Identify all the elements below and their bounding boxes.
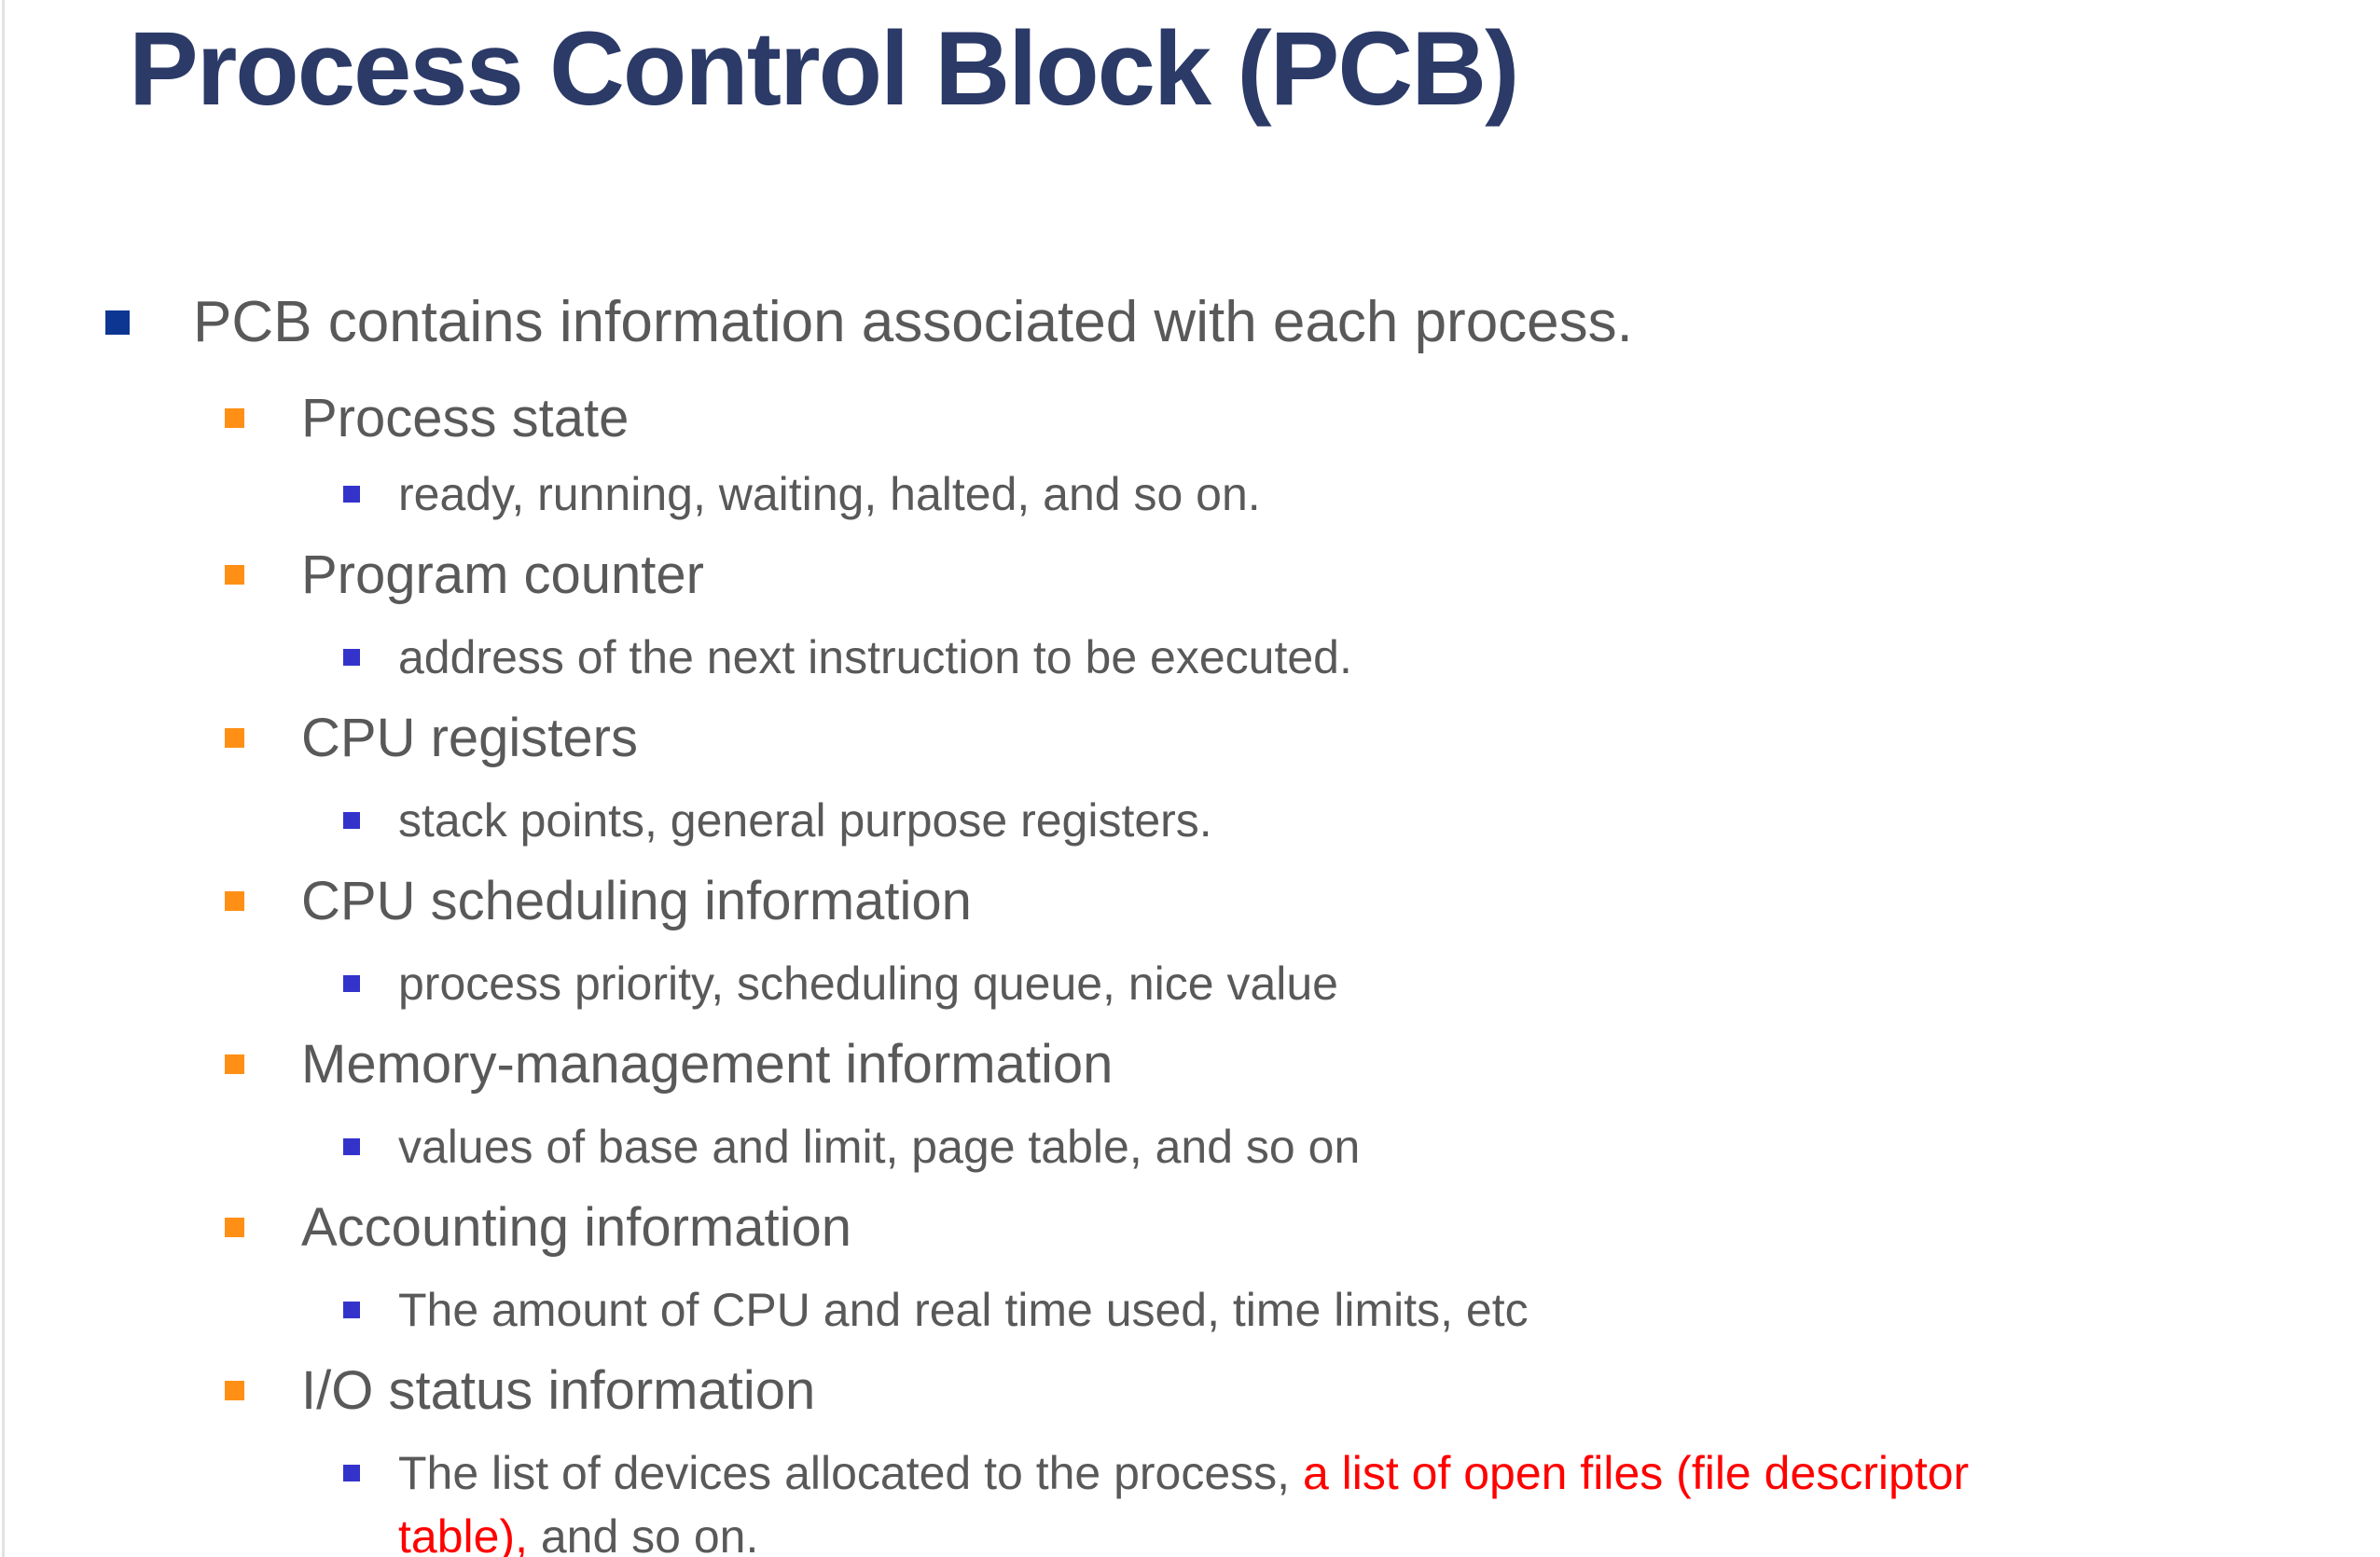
item-process-state: Process state (0, 378, 2380, 460)
bullet-square-icon (343, 812, 360, 829)
bullet-square-icon (225, 408, 244, 428)
item-label: I/O status information (301, 1360, 816, 1421)
bullet-square-icon (105, 310, 130, 335)
subitem-text: and so on. (527, 1510, 759, 1557)
item-memory-management: Memory-management information (0, 1024, 2380, 1106)
item-label: Accounting information (301, 1197, 851, 1258)
subitem-line-2: table), and so on. (398, 1505, 2380, 1557)
subitem-text: values of base and limit, page table, an… (398, 1121, 1361, 1173)
bullet-square-icon (225, 1054, 244, 1074)
item-label: Program counter (301, 544, 704, 605)
subitem-text: The list of devices allocated to the pro… (398, 1447, 1303, 1499)
left-edge-line (2, 0, 5, 1557)
intro-text: PCB contains information associated with… (193, 290, 1633, 354)
subitem-cpu-registers: stack points, general purpose registers. (0, 779, 2380, 861)
item-cpu-scheduling: CPU scheduling information (0, 861, 2380, 943)
subitem-io-status: The list of devices allocated to the pro… (0, 1441, 2380, 1557)
subitem-process-state: ready, running, waiting, halted, and so … (0, 453, 2380, 535)
subitem-text-highlight: a list of open files (file descriptor (1302, 1447, 1970, 1499)
bullet-square-icon (225, 565, 244, 585)
bullet-square-icon (343, 486, 360, 503)
bullet-square-icon (225, 1381, 244, 1400)
bullet-square-icon (343, 975, 360, 992)
subitem-text: process priority, scheduling queue, nice… (398, 958, 1338, 1010)
bullet-square-icon (343, 1465, 360, 1481)
subitem-text: address of the next instruction to be ex… (398, 631, 1352, 683)
subitem-program-counter: address of the next instruction to be ex… (0, 616, 2380, 698)
subitem-line-1: The list of devices allocated to the pro… (398, 1441, 2380, 1505)
item-accounting: Accounting information (0, 1187, 2380, 1269)
item-label: CPU scheduling information (301, 871, 972, 931)
item-program-counter: Program counter (0, 534, 2380, 616)
list-item-intro: PCB contains information associated with… (0, 282, 2380, 364)
item-label: Process state (301, 388, 630, 448)
subitem-text: stack points, general purpose registers. (398, 794, 1212, 847)
subitem-text-highlight: table), (398, 1510, 528, 1557)
bullet-square-icon (225, 728, 244, 748)
item-label: CPU registers (301, 708, 638, 768)
bullet-square-icon (343, 1138, 360, 1155)
bullet-square-icon (343, 1302, 360, 1318)
bullet-square-icon (225, 1218, 244, 1237)
item-label: Memory-management information (301, 1034, 1114, 1095)
bullet-square-icon (343, 649, 360, 666)
subitem-memory-management: values of base and limit, page table, an… (0, 1106, 2380, 1188)
subitem-accounting: The amount of CPU and real time used, ti… (0, 1269, 2380, 1351)
bullet-square-icon (225, 891, 244, 911)
subitem-text: The amount of CPU and real time used, ti… (398, 1284, 1529, 1336)
item-cpu-registers: CPU registers (0, 697, 2380, 779)
subitem-cpu-scheduling: process priority, scheduling queue, nice… (0, 943, 2380, 1025)
slide-title: Process Control Block (PCB) (129, 10, 1519, 127)
subitem-text: ready, running, waiting, halted, and so … (398, 468, 1261, 520)
item-io-status: I/O status information (0, 1350, 2380, 1432)
